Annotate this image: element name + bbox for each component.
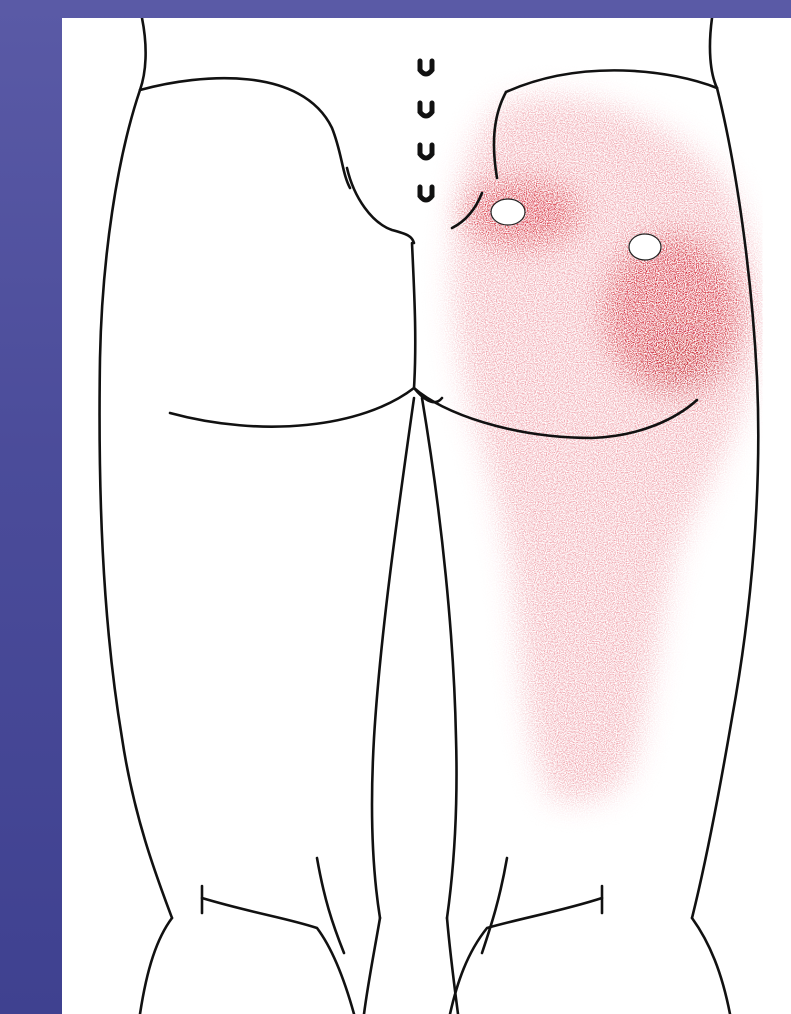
right-hamstring-tendon: [482, 858, 507, 953]
left-calf-inner: [364, 918, 380, 1014]
left-lower-leg-outer: [140, 918, 172, 1014]
gluteal-cleft: [412, 243, 415, 388]
right-lower-leg-outer: [692, 918, 730, 1014]
left-inner-thigh: [372, 398, 414, 918]
sacral-foramen-mark: [420, 187, 432, 200]
right-back-contour: [710, 18, 717, 88]
sacral-foramen-mark: [420, 61, 432, 74]
left-iliac-crest: [140, 78, 350, 188]
trigger-point-upper: [491, 199, 525, 225]
left-outer-thigh: [100, 90, 172, 918]
trigger-point-lateral: [629, 234, 661, 260]
anatomy-illustration: [62, 18, 791, 1014]
sacral-foramen-mark: [420, 103, 432, 116]
sacral-foramen-mark: [420, 145, 432, 158]
left-hamstring-tendon: [317, 858, 344, 953]
left-back-contour: [140, 18, 146, 90]
right-knee-crease: [450, 898, 602, 1014]
left-gluteal-fold: [170, 388, 442, 427]
right-iliac-crest: [506, 70, 717, 92]
sacral-foramina-marks: [420, 61, 432, 200]
right-inner-thigh: [422, 398, 457, 918]
sacrum-left-edge: [347, 168, 414, 243]
referral-hotspot-core: [642, 323, 722, 393]
illustration-panel: [62, 18, 791, 1014]
